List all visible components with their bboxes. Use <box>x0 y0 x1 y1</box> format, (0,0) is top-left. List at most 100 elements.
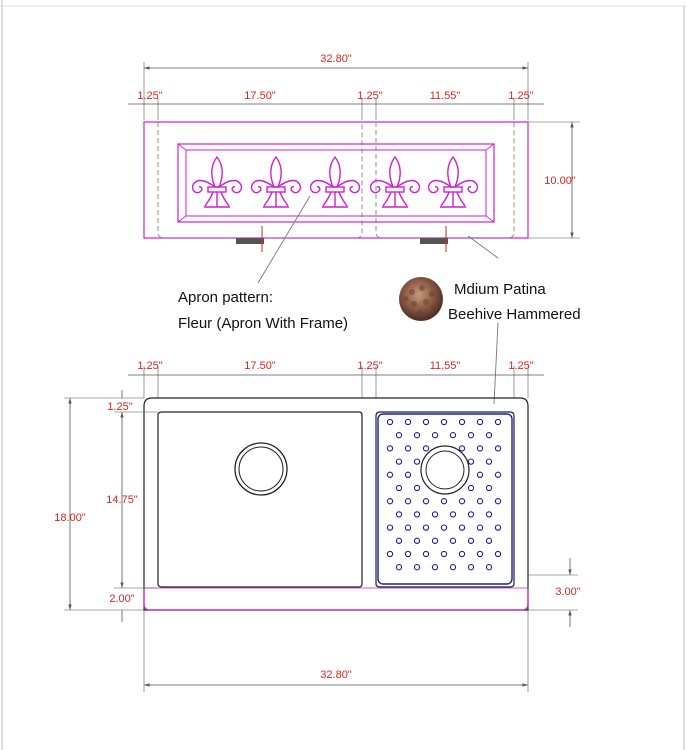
grid-hole <box>395 537 403 544</box>
grid-hole <box>467 484 475 492</box>
grid-hole <box>449 432 457 439</box>
grid-hole <box>422 418 430 426</box>
front-height-label: 10.00" <box>544 175 576 187</box>
grid-hole <box>386 471 394 478</box>
back-ledge-label: 1.25" <box>107 401 132 413</box>
grid-hole <box>413 537 421 544</box>
apron-front-band <box>143 588 529 611</box>
grid-hole <box>404 524 412 531</box>
grid-hole <box>485 432 493 439</box>
left-drain-outer <box>234 442 288 496</box>
grid-hole <box>485 511 493 518</box>
grid-hole <box>386 498 394 505</box>
grid-hole <box>458 524 466 531</box>
right-drain-outer <box>420 445 470 495</box>
fleur-de-lis-icon <box>250 156 302 208</box>
grid-hole <box>422 445 430 452</box>
grid-hole <box>494 445 502 452</box>
grid-hole <box>386 445 394 452</box>
apron-frame-inner <box>185 149 487 217</box>
front-right-margin-label: 1.25" <box>508 90 533 102</box>
grid-hole <box>404 418 412 426</box>
grid-hole <box>494 550 502 558</box>
grid-hole <box>386 524 394 531</box>
grid-hole <box>476 471 484 478</box>
fleur-de-lis-icon <box>369 156 421 208</box>
grid-hole <box>494 524 502 531</box>
grid-hole <box>440 418 448 426</box>
front-overall-width-label: 32.80" <box>320 53 352 65</box>
right-apron-depth-label: 3.00" <box>555 586 580 598</box>
grid-hole <box>404 550 412 558</box>
right-drain-inner <box>425 450 465 490</box>
right-bowl-outline <box>375 411 515 588</box>
grid-hole <box>395 432 403 439</box>
patina-label: Mdium Patina <box>454 281 546 298</box>
grid-hole <box>413 511 421 518</box>
grid-hole <box>458 498 466 505</box>
grid-hole <box>431 537 439 544</box>
bottom-grid-holes <box>386 418 502 571</box>
top-left-bowl-width-label: 17.50" <box>244 360 276 372</box>
apron-pattern-name: Fleur (Apron With Frame) <box>178 315 348 332</box>
top-overall-width-label: 32.80" <box>320 669 352 681</box>
grid-hole <box>467 458 475 465</box>
grid-hole <box>458 445 466 452</box>
front-apron-depth-label: 2.00" <box>109 593 134 605</box>
grid-hole <box>395 484 403 492</box>
grid-hole <box>467 511 475 518</box>
grid-hole <box>476 445 484 452</box>
grid-hole <box>404 471 412 478</box>
top-center-divider-label: 1.25" <box>357 360 382 372</box>
front-left-margin-label: 1.25" <box>137 90 162 102</box>
grid-hole <box>485 458 493 465</box>
grid-hole <box>467 432 475 439</box>
top-right-bowl-width-label: 11.55" <box>430 360 461 372</box>
grid-hole <box>440 498 448 505</box>
overall-depth-label: 18.00" <box>54 512 86 524</box>
front-right-bowl-width-label: 11.55" <box>430 90 461 102</box>
grid-hole <box>440 550 448 558</box>
grid-hole <box>494 498 502 505</box>
apron-note: Apron pattern: Fleur (Apron With Frame) <box>178 195 348 332</box>
grid-hole <box>458 418 466 426</box>
grid-hole <box>458 550 466 558</box>
grid-hole <box>476 498 484 505</box>
fleur-de-lis-icon <box>191 156 243 208</box>
bottom-grid-frame <box>377 413 513 585</box>
grid-hole <box>485 564 493 571</box>
grid-hole <box>413 458 421 465</box>
left-drain-inner <box>238 446 284 492</box>
grid-hole <box>440 524 448 531</box>
apron-frame-outer <box>177 143 495 223</box>
hammer-pattern-label: Beehive Hammered <box>448 306 581 323</box>
top-left-margin-label: 1.25" <box>137 360 162 372</box>
grid-hole <box>449 511 457 518</box>
grid-hole <box>395 511 403 518</box>
grid-hole <box>431 564 439 571</box>
patina-note: Mdium Patina Beehive Hammered <box>399 235 581 405</box>
apron-pattern-label: Apron pattern: <box>178 289 273 306</box>
left-bowl-outline <box>157 411 363 588</box>
grid-hole <box>449 537 457 544</box>
grid-hole <box>494 471 502 478</box>
grid-hole <box>476 550 484 558</box>
top-right-margin-label: 1.25" <box>508 360 533 372</box>
grid-hole <box>404 498 412 505</box>
grid-hole <box>467 537 475 544</box>
grid-hole <box>467 564 475 571</box>
front-view: 32.80" 1.25" 17.50" 1.25" 11.55" 1.25" <box>128 53 580 252</box>
fleur-de-lis-icon <box>427 156 479 208</box>
grid-hole <box>413 484 421 492</box>
front-left-bowl-width-label: 17.50" <box>244 90 276 102</box>
grid-hole <box>422 550 430 558</box>
grid-hole <box>386 418 394 426</box>
sink-body-outline <box>143 397 529 611</box>
grid-hole <box>404 445 412 452</box>
grid-hole <box>413 564 421 571</box>
grid-hole <box>395 564 403 571</box>
grid-hole <box>431 511 439 518</box>
grid-hole <box>476 418 484 426</box>
grid-hole <box>395 458 403 465</box>
